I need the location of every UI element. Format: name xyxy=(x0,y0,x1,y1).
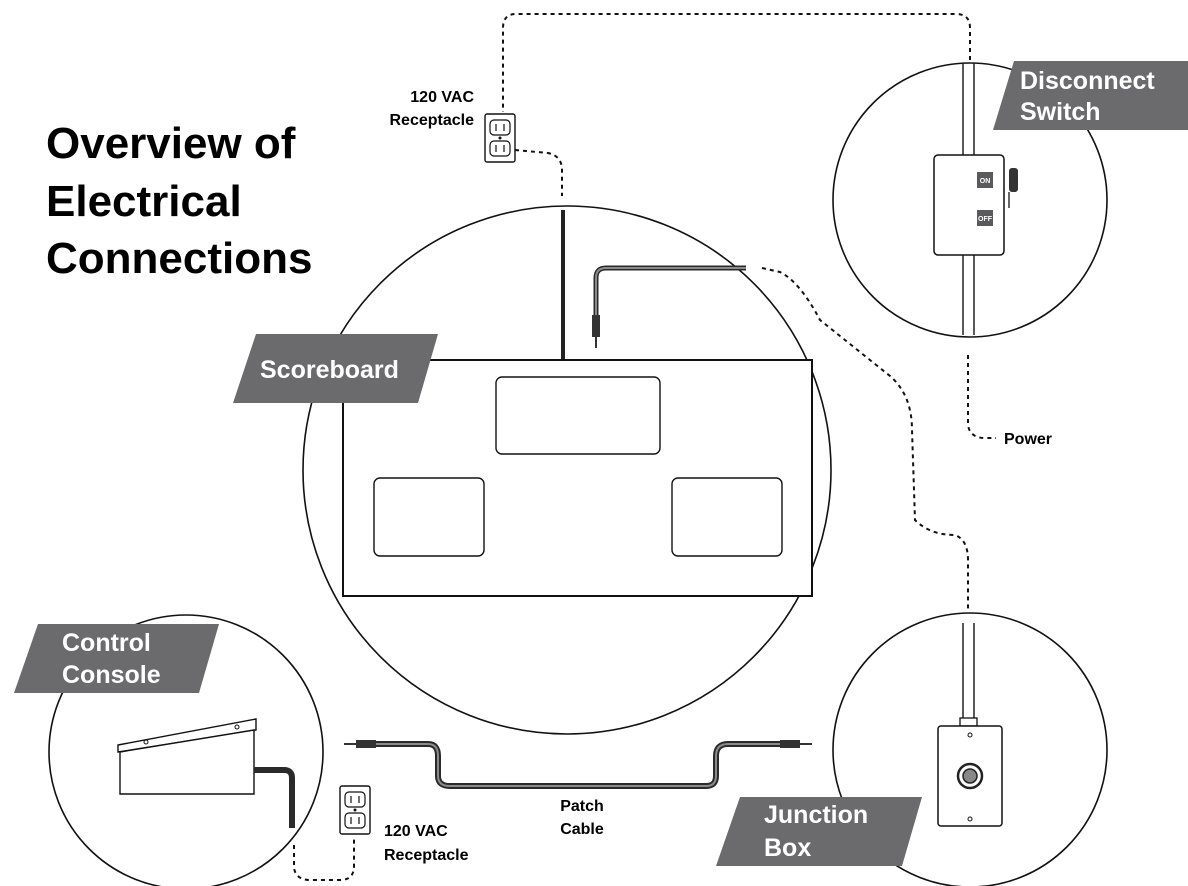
tag-junction-box-label-1: Junction xyxy=(764,801,868,829)
receptacle-top-label-1: 120 VAC xyxy=(410,89,474,106)
console-body xyxy=(119,729,255,795)
power-feed-wire xyxy=(502,13,971,112)
receptacle-top-label-2: Receptacle xyxy=(390,112,475,129)
tag-control-console-label-1: Control xyxy=(62,629,151,657)
patch-cable-plug-right xyxy=(780,740,800,748)
receptacle-bottom xyxy=(339,785,371,835)
title-line-1: Overview of xyxy=(46,119,296,168)
title-line-2: Electrical xyxy=(46,177,242,226)
tag-disconnect-switch-label-1: Disconnect xyxy=(1020,67,1155,95)
switch-handle xyxy=(1009,168,1018,192)
diagram-title: Overview of Electrical Connections xyxy=(46,119,312,283)
switch-on-label: ON xyxy=(980,178,991,185)
power-label: Power xyxy=(1004,431,1052,448)
disconnect-switch-box xyxy=(933,154,1005,256)
patch-cable-label-1: Patch xyxy=(560,798,604,815)
scoreboard-display-left xyxy=(373,477,485,557)
console-to-receptacle-wire xyxy=(293,838,355,881)
console-power-cord xyxy=(254,767,295,828)
tag-disconnect-switch: Disconnect Switch xyxy=(993,61,1188,130)
patch-cable-plug-left xyxy=(356,740,376,748)
tag-scoreboard: Scoreboard xyxy=(233,334,438,403)
scoreboard-display-right xyxy=(671,477,783,557)
title-line-3: Connections xyxy=(46,234,312,283)
receptacle-bottom-label-2: Receptacle xyxy=(384,847,469,864)
tag-junction-box: Junction Box xyxy=(716,797,922,866)
disconnect-switch-group: ON OFF xyxy=(832,62,1108,338)
scoreboard-group xyxy=(302,205,832,735)
scoreboard-cable-plug xyxy=(592,315,600,337)
patch-cable-label-2: Cable xyxy=(560,821,604,838)
receptacle-to-scoreboard-wire xyxy=(514,149,563,196)
receptacle-bottom-label-1: 120 VAC xyxy=(384,823,448,840)
switch-off-indicator xyxy=(977,210,993,226)
tag-junction-box-label-2: Box xyxy=(764,834,811,862)
switch-off-label: OFF xyxy=(978,216,993,223)
disconnect-to-power-wire xyxy=(967,355,996,439)
scoreboard-display-main xyxy=(495,376,661,455)
tag-control-console-label-2: Console xyxy=(62,661,161,689)
tag-scoreboard-label: Scoreboard xyxy=(260,356,399,384)
console-lid xyxy=(117,718,257,753)
patch-cable xyxy=(344,740,812,789)
receptacle-top xyxy=(484,113,516,163)
switch-on-indicator xyxy=(977,172,993,188)
tag-control-console: Control Console xyxy=(14,624,219,693)
tag-disconnect-switch-label-2: Switch xyxy=(1020,98,1101,126)
